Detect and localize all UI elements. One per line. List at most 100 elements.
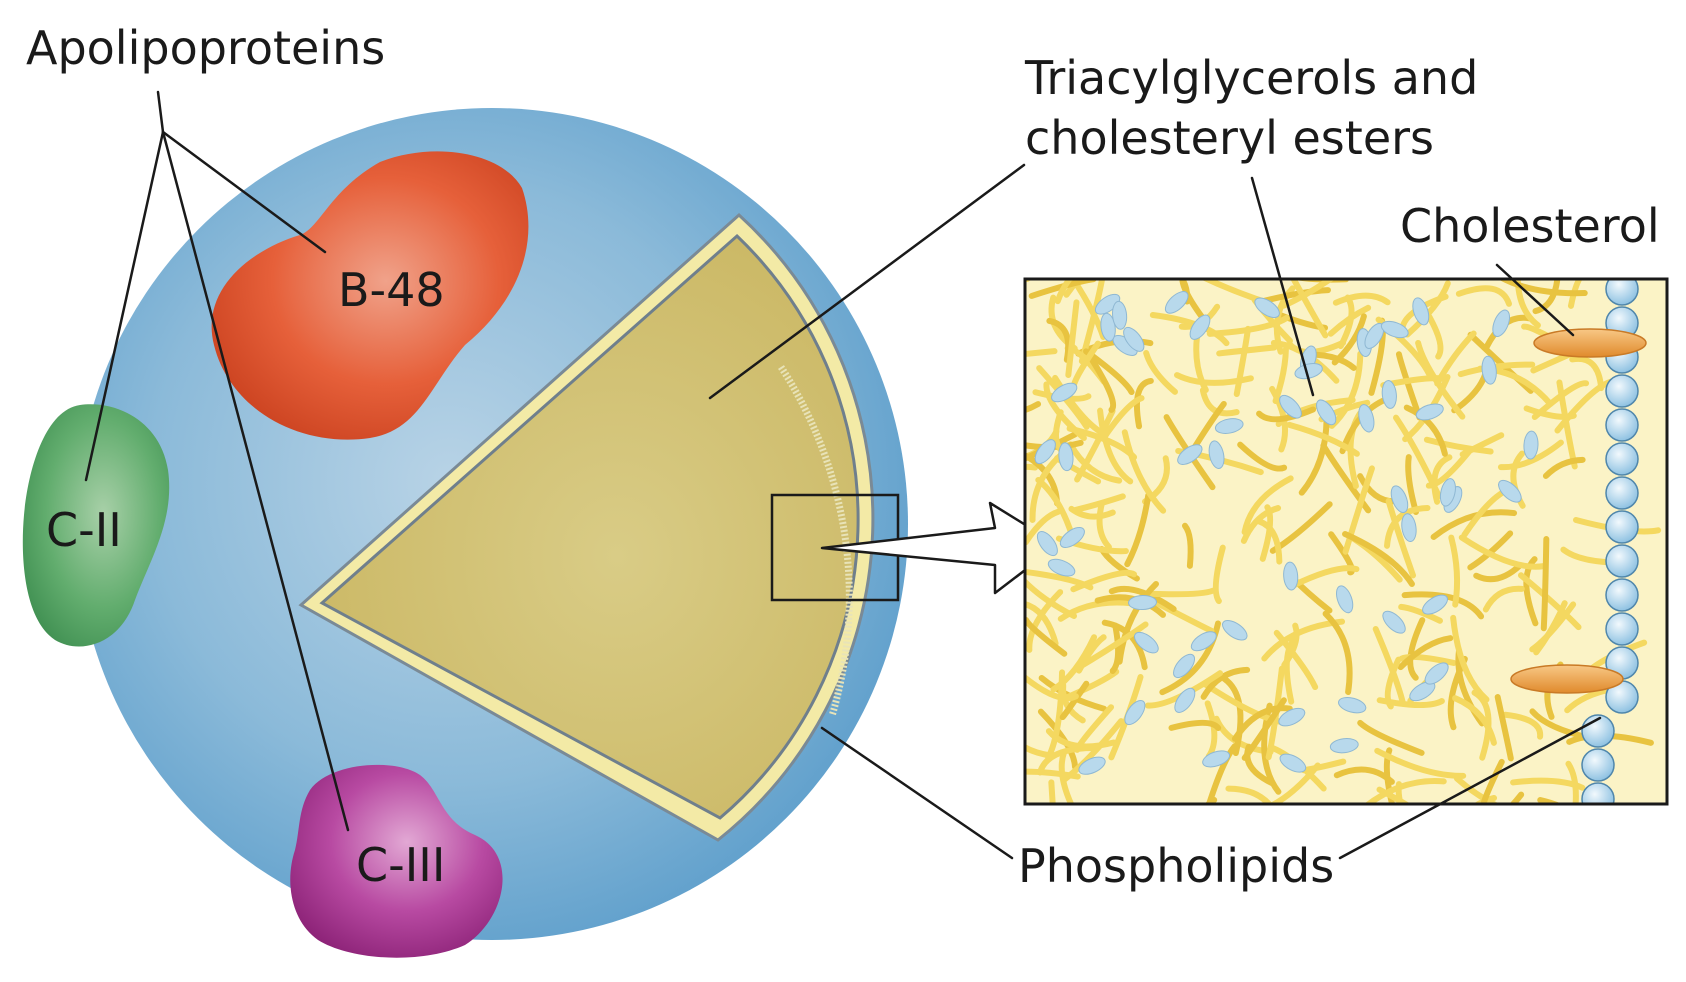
lipid-tail bbox=[1025, 463, 1039, 471]
ester-droplet bbox=[1036, 531, 1058, 557]
phospholipid-head bbox=[1605, 442, 1639, 476]
ester-droplet bbox=[1412, 297, 1430, 326]
ester-droplet bbox=[1481, 355, 1497, 385]
ester-droplet bbox=[1058, 442, 1074, 472]
ester-droplet bbox=[1047, 558, 1076, 577]
phospholipid-head bbox=[1605, 578, 1639, 612]
lipid-tail bbox=[1453, 775, 1500, 804]
lipid-tail bbox=[1509, 791, 1525, 804]
lipid-tail bbox=[1256, 406, 1317, 423]
lipid-tail bbox=[1328, 531, 1355, 576]
lipid-tail bbox=[1163, 414, 1216, 491]
lipid-tail bbox=[1540, 536, 1550, 632]
lipid-tail bbox=[1063, 279, 1082, 298]
phospholipid-head bbox=[1605, 544, 1639, 578]
lipid-tail bbox=[1517, 572, 1582, 631]
ester-droplet bbox=[1279, 753, 1307, 773]
lipid-tail bbox=[1026, 589, 1064, 653]
lipid-tail bbox=[1025, 617, 1068, 657]
lipid-tail bbox=[1101, 395, 1145, 440]
protein-label-c2: C-II bbox=[46, 503, 122, 557]
lipid-tail bbox=[1322, 610, 1353, 696]
ester-droplet bbox=[1283, 561, 1299, 591]
lipid-tail bbox=[1502, 711, 1544, 740]
phospholipid-head bbox=[1581, 782, 1615, 804]
phospholipid-rim bbox=[778, 365, 853, 717]
lipid-tail bbox=[1181, 522, 1194, 569]
lipid-tail bbox=[1342, 531, 1415, 587]
lipid-tail bbox=[1072, 621, 1149, 673]
phospholipid-head bbox=[1605, 279, 1639, 306]
lipid-tail bbox=[1480, 758, 1505, 804]
lipid-tail bbox=[956, 430, 1009, 462]
lipid-tail bbox=[1241, 697, 1287, 761]
lipid-tail bbox=[1401, 591, 1485, 620]
lipid-tail bbox=[1384, 504, 1431, 549]
lipid-tail bbox=[1225, 785, 1273, 804]
label-triacylglycerols-line2: cholesteryl esters bbox=[1025, 111, 1434, 165]
lipid-tail bbox=[1231, 705, 1293, 742]
lipid-tail bbox=[937, 686, 1010, 710]
lipid-tail bbox=[1212, 544, 1226, 605]
lipid-tail bbox=[1072, 493, 1126, 513]
leader-triacylglycerols-inset bbox=[1250, 176, 1315, 397]
lipid-tail bbox=[1423, 436, 1494, 455]
lipid-tail bbox=[1333, 766, 1395, 785]
ester-droplet bbox=[1123, 326, 1145, 352]
lipid-tail bbox=[973, 251, 1052, 271]
label-cholesterol: Cholesterol bbox=[1400, 199, 1660, 253]
lipid-tail bbox=[1385, 498, 1416, 579]
lipid-tail bbox=[1143, 349, 1178, 395]
lipid-tail bbox=[1398, 603, 1443, 624]
ester-droplet bbox=[1094, 293, 1121, 315]
lipid-tail bbox=[1256, 518, 1283, 565]
lipid-tail bbox=[1425, 448, 1472, 489]
ester-droplet bbox=[1338, 696, 1367, 714]
lipid-tail bbox=[970, 775, 1008, 811]
lipid-tail bbox=[1328, 350, 1364, 429]
ester-droplet bbox=[1498, 479, 1522, 503]
lipid-tail bbox=[1531, 380, 1590, 421]
phospholipid-head bbox=[1605, 612, 1639, 646]
lipid-tail bbox=[1025, 508, 1062, 546]
ester-droplet bbox=[1335, 585, 1354, 614]
ester-droplet bbox=[1190, 631, 1217, 652]
label-phospholipids: Phospholipids bbox=[1018, 839, 1335, 893]
leader-apo-c2 bbox=[84, 130, 165, 482]
ester-droplet bbox=[1034, 439, 1056, 465]
lipid-tail bbox=[1537, 797, 1563, 804]
lipid-tail bbox=[1102, 185, 1151, 260]
lipid-tail bbox=[1473, 562, 1524, 583]
lipid-tail bbox=[1025, 673, 1079, 702]
lipid-tail bbox=[1397, 635, 1454, 671]
ester-droplet bbox=[1294, 363, 1323, 380]
ester-droplet bbox=[1189, 314, 1211, 340]
lipid-tail bbox=[1514, 279, 1541, 329]
lipid-tail bbox=[1529, 601, 1577, 653]
ester-droplet bbox=[1254, 297, 1280, 318]
leader-apo-b48 bbox=[161, 130, 327, 254]
lipid-tail bbox=[1395, 781, 1404, 804]
lipid-tail bbox=[947, 703, 1015, 735]
phospholipid-head bbox=[1581, 748, 1615, 782]
ester-droplet bbox=[1177, 444, 1203, 465]
ester-droplet bbox=[1492, 309, 1511, 338]
lipid-tail bbox=[1133, 377, 1154, 430]
protein-c2 bbox=[22, 404, 170, 647]
lipid-tail bbox=[1200, 666, 1251, 700]
ester-droplet bbox=[1382, 610, 1406, 634]
lipid-tail bbox=[1025, 744, 1054, 759]
lipid-tail bbox=[1088, 356, 1117, 413]
lipid-tail bbox=[1467, 331, 1534, 394]
lipid-tail bbox=[1357, 719, 1425, 756]
phospholipid-head bbox=[1605, 408, 1639, 442]
lipid-tail bbox=[1431, 454, 1453, 505]
inset-frame bbox=[1023, 277, 1669, 806]
lipid-tail bbox=[1280, 279, 1336, 309]
ester-droplet bbox=[1439, 478, 1456, 507]
lipid-tail bbox=[1025, 577, 1077, 619]
ester-droplet bbox=[1078, 756, 1106, 775]
lipid-tail bbox=[1395, 351, 1423, 421]
lipid-tail bbox=[1045, 728, 1117, 750]
lipid-tail bbox=[1458, 534, 1547, 570]
